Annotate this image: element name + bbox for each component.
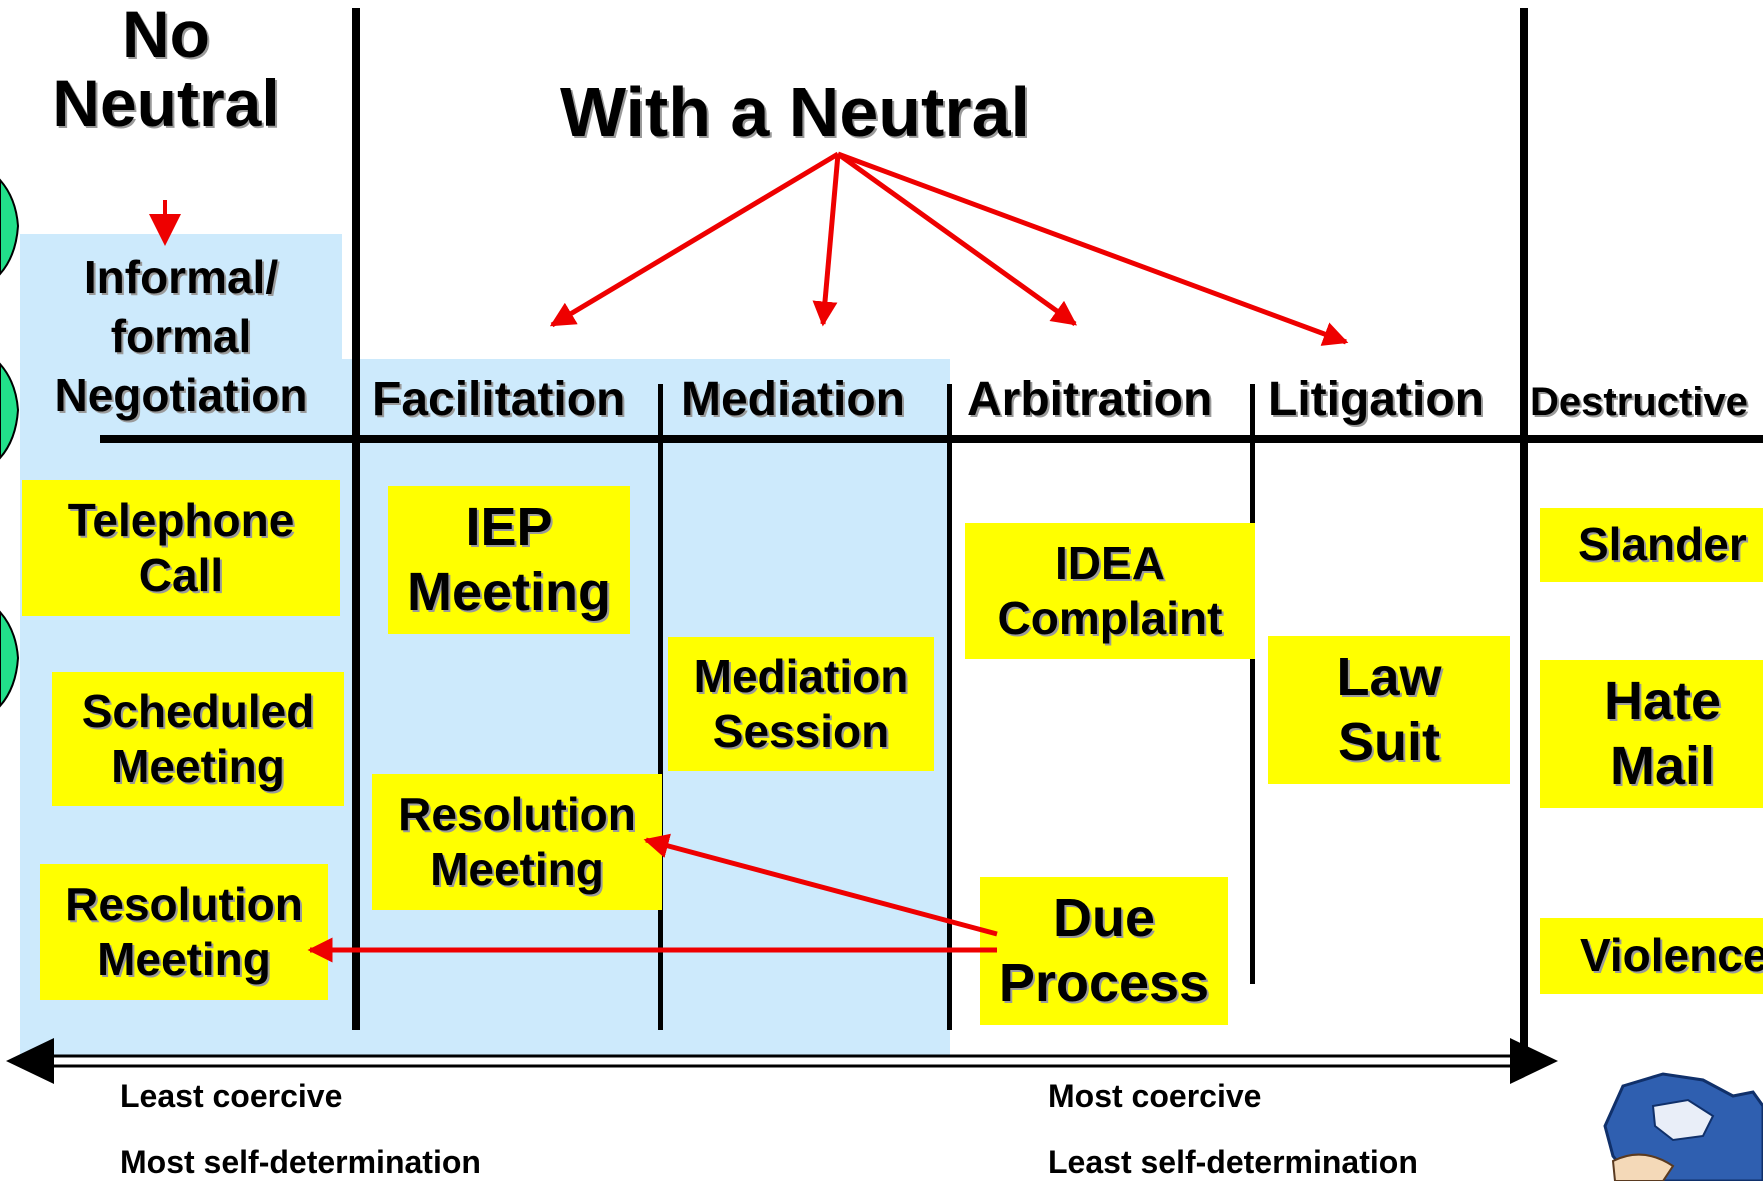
label-least-coercive: Least coercive <box>120 1078 343 1114</box>
label-least-self-determination: Least self-determination <box>1048 1144 1418 1180</box>
arrow-to-litigation <box>837 151 1349 346</box>
with-neutral-heading: With a Neutral <box>560 73 1030 151</box>
box-scheduled-meeting: Scheduled Meeting <box>52 672 344 806</box>
box-violence: Violence <box>1540 918 1763 994</box>
green-blob-icon <box>0 610 20 708</box>
box-idea-complaint: IDEA Complaint <box>965 523 1255 659</box>
box-due-process: Due Process <box>980 877 1228 1025</box>
box-resolution-meeting-mid: Resolution Meeting <box>372 774 662 910</box>
box-iep-meeting: IEP Meeting <box>388 486 630 634</box>
divider-facilitation-mediation <box>658 384 663 1030</box>
arrow-to-arbitration <box>836 151 1078 327</box>
category-destructive: Destructive <box>1530 380 1748 424</box>
box-mediation-session: Mediation Session <box>668 637 934 771</box>
no-neutral-heading: No Neutral <box>52 0 280 141</box>
category-baseline <box>100 435 1763 443</box>
box-telephone-call: Telephone Call <box>22 480 340 616</box>
category-facilitation: Facilitation <box>372 373 626 426</box>
green-blob-icon <box>0 362 20 460</box>
divider-negotiation-neutral <box>352 8 360 1030</box>
category-negotiation: Informal/ formal Negotiation <box>54 251 308 421</box>
label-most-self-determination: Most self-determination <box>120 1144 481 1180</box>
box-slander: Slander <box>1540 508 1763 582</box>
category-litigation: Litigation <box>1268 373 1484 426</box>
arrow-to-mediation <box>812 153 841 327</box>
category-mediation: Mediation <box>681 373 905 426</box>
wisconsin-map-logo-icon <box>1603 1072 1763 1181</box>
label-most-coercive: Most coercive <box>1048 1078 1262 1114</box>
divider-arbitration-litigation <box>1250 384 1255 984</box>
box-hate-mail: Hate Mail <box>1540 660 1763 808</box>
divider-litigation-destructive <box>1520 8 1528 1048</box>
box-law-suit: Law Suit <box>1268 636 1510 784</box>
category-arbitration: Arbitration <box>967 373 1213 426</box>
divider-mediation-arbitration <box>947 384 952 1030</box>
arrow-due-process-to-resolution-mid <box>643 833 998 937</box>
continuum-arrow <box>6 1038 1558 1084</box>
arrow-to-facilitation <box>549 151 840 328</box>
box-resolution-meeting-left: Resolution Meeting <box>40 864 328 1000</box>
green-blob-icon <box>0 178 20 276</box>
